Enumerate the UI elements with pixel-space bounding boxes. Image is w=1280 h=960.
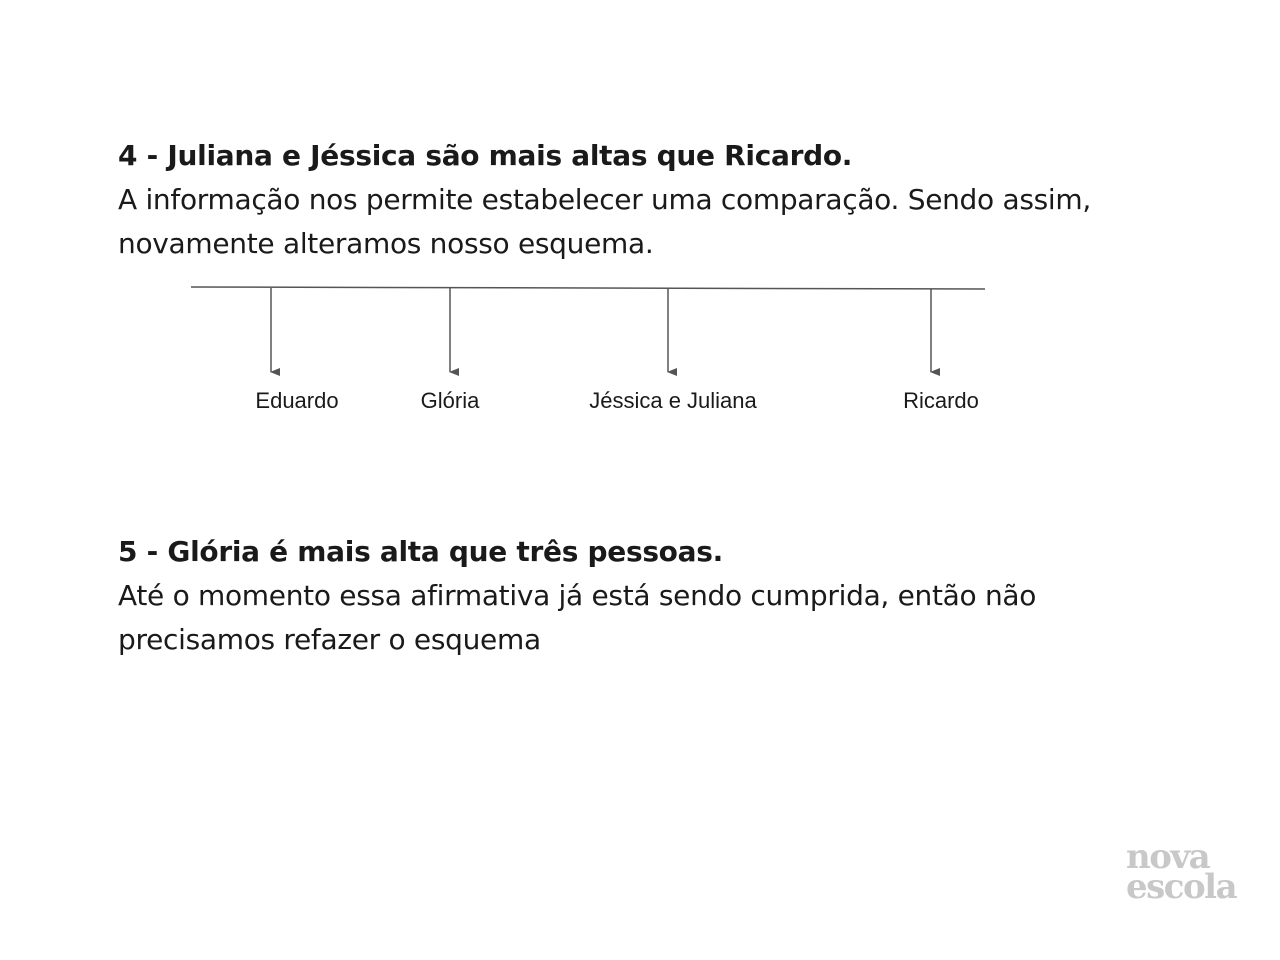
- section-5: 5 - Glória é mais alta que três pessoas.…: [118, 530, 1218, 662]
- section-5-text-line-1: Até o momento essa afirmativa já está se…: [118, 579, 1037, 612]
- logo-line-1: nova: [1126, 837, 1211, 877]
- label-ricardo: Ricardo: [903, 388, 979, 413]
- section-5-text-line-2: precisamos refazer o esquema: [118, 623, 541, 656]
- label-eduardo: Eduardo: [255, 388, 338, 413]
- section-4-heading: 4 - Juliana e Jéssica são mais altas que…: [118, 139, 853, 172]
- section-5-heading: 5 - Glória é mais alta que três pessoas.: [118, 535, 723, 568]
- section-4: 4 - Juliana e Jéssica são mais altas que…: [118, 134, 1218, 266]
- diagram-baseline: [190, 286, 986, 290]
- nova-escola-logo: nova escola: [1126, 837, 1238, 907]
- logo-line-2: escola: [1126, 867, 1238, 907]
- section-4-text-line-1: A informação nos permite estabelecer uma…: [118, 183, 1091, 216]
- label-gloria: Glória: [421, 388, 480, 413]
- label-jessica-juliana: Jéssica e Juliana: [589, 388, 757, 413]
- section-4-text-line-2: novamente alteramos nosso esquema.: [118, 227, 654, 260]
